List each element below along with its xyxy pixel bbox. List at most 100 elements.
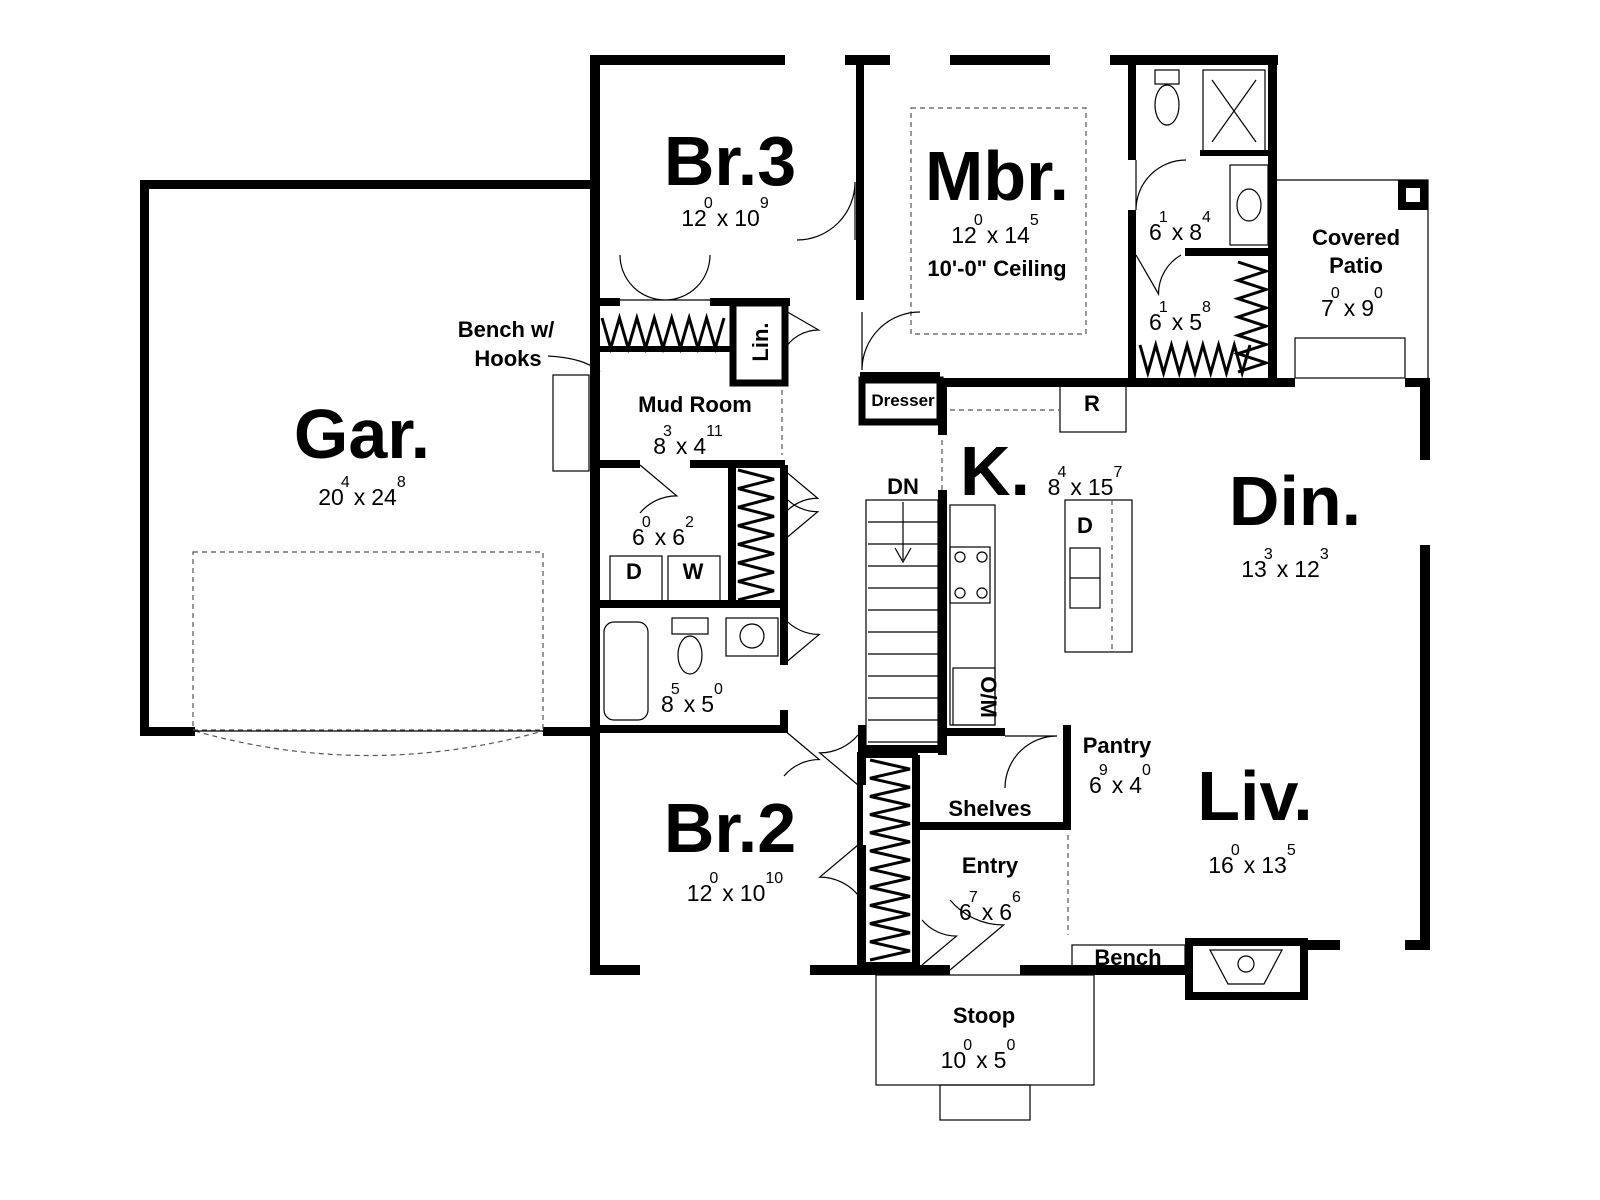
garage-label: Gar. xyxy=(294,395,430,473)
patio-door xyxy=(1294,337,1406,379)
dim-separator: x xyxy=(982,899,994,925)
dim-width-inches: 0 xyxy=(709,870,718,887)
washer-label: W xyxy=(683,559,704,584)
dryer xyxy=(609,555,663,605)
wall xyxy=(600,460,640,468)
dining-label: Din. xyxy=(1229,462,1361,540)
dim-depth: 15 xyxy=(1088,474,1114,500)
stair-treads xyxy=(868,521,938,743)
dim-depth-inches: 6 xyxy=(1012,889,1021,906)
dim-depth: 9 xyxy=(1361,295,1374,321)
wall xyxy=(543,727,600,736)
door-swing-icon[interactable] xyxy=(796,181,856,241)
dim-depth-inches: 0 xyxy=(714,681,723,698)
dim-width-inches: 3 xyxy=(1264,546,1273,563)
dim-width-inches: 4 xyxy=(341,474,350,491)
dim-depth: 14 xyxy=(1004,222,1030,248)
dim-depth-inches: 8 xyxy=(397,474,406,491)
dim-depth: 5 xyxy=(1189,309,1202,335)
dim-depth: 4 xyxy=(693,433,706,459)
door-swing-icon[interactable] xyxy=(921,919,959,966)
dim-separator: x xyxy=(976,1047,988,1073)
wall xyxy=(1405,378,1430,387)
washer xyxy=(667,555,721,605)
burner-icon xyxy=(954,587,966,599)
wall xyxy=(590,725,788,733)
wall xyxy=(600,346,730,352)
linen-closet xyxy=(729,299,789,387)
dim-width-inches: 1 xyxy=(1159,299,1168,316)
garage-door-swing xyxy=(194,730,544,757)
burner-icon xyxy=(976,587,988,599)
patio-label: Covered xyxy=(1312,225,1400,250)
dim-separator: x xyxy=(1344,295,1356,321)
dim-depth: 5 xyxy=(994,1047,1007,1073)
dim-separator: x xyxy=(684,691,696,717)
wall xyxy=(950,55,1050,65)
dim-depth-inches: 5 xyxy=(1030,212,1039,229)
door-swing-icon[interactable] xyxy=(783,495,820,541)
bench-label: Bench xyxy=(1094,945,1161,970)
walls xyxy=(140,55,1430,975)
dim-width: 12 xyxy=(687,880,713,906)
door-swing-icon[interactable] xyxy=(639,464,679,514)
door-swing-icon[interactable] xyxy=(664,254,711,301)
door-swing-icon[interactable] xyxy=(1135,159,1187,211)
door-swing-icon[interactable] xyxy=(949,899,1006,971)
wall xyxy=(1128,210,1136,380)
wall xyxy=(1063,725,1071,830)
closet-rod-hatch xyxy=(1233,260,1271,374)
dim-depth-inches: 0 xyxy=(1006,1037,1015,1054)
door-swing-icon[interactable] xyxy=(619,254,666,301)
dim-depth: 10 xyxy=(740,880,766,906)
dim-separator: x xyxy=(676,433,688,459)
wall xyxy=(1420,378,1430,460)
door-swing-icon[interactable] xyxy=(818,734,859,786)
ceiling-note: 10'-0" Ceiling xyxy=(927,256,1066,281)
dim-width-inches: 0 xyxy=(1231,842,1240,859)
door-swing-icon[interactable] xyxy=(783,617,821,665)
dim-depth: 24 xyxy=(371,484,397,510)
wall xyxy=(1405,940,1430,950)
dim-width-inches: 1 xyxy=(1159,209,1168,226)
door-swing-icon[interactable] xyxy=(783,729,821,777)
dim-width-inches: 0 xyxy=(963,1037,972,1054)
dim-depth-inches: 2 xyxy=(685,514,694,531)
door-swing-icon[interactable] xyxy=(861,311,921,371)
dim-width-inches: 0 xyxy=(974,212,983,229)
wall xyxy=(845,55,890,65)
dishwasher-label: D xyxy=(1077,513,1093,538)
dim-depth: 10 xyxy=(734,205,760,231)
dim-depth-inches: 4 xyxy=(1202,209,1211,226)
leader-line xyxy=(547,355,601,373)
living-label: Liv. xyxy=(1197,757,1312,835)
dim-depth-inches: 0 xyxy=(1374,285,1383,302)
shower-drain-icon xyxy=(1211,79,1257,143)
staircase xyxy=(865,499,939,749)
door-swing-icon[interactable] xyxy=(783,469,820,515)
dresser-niche xyxy=(858,376,944,426)
dim-depth: 8 xyxy=(1189,219,1202,245)
dim-width: 13 xyxy=(1241,556,1267,582)
linen-label: Lin. xyxy=(748,322,773,361)
wall xyxy=(940,728,1005,736)
dim-width: 6 xyxy=(1089,772,1102,798)
dim-width-inches: 0 xyxy=(1331,285,1340,302)
dim-depth: 13 xyxy=(1261,852,1287,878)
door-swing-icon[interactable] xyxy=(1004,735,1058,789)
wall xyxy=(140,727,195,736)
dim-separator: x xyxy=(354,484,366,510)
wall xyxy=(1185,248,1270,256)
door-swing-icon[interactable] xyxy=(818,844,859,896)
door-swing-icon[interactable] xyxy=(1135,254,1182,297)
door-swing-icon[interactable] xyxy=(783,309,821,351)
